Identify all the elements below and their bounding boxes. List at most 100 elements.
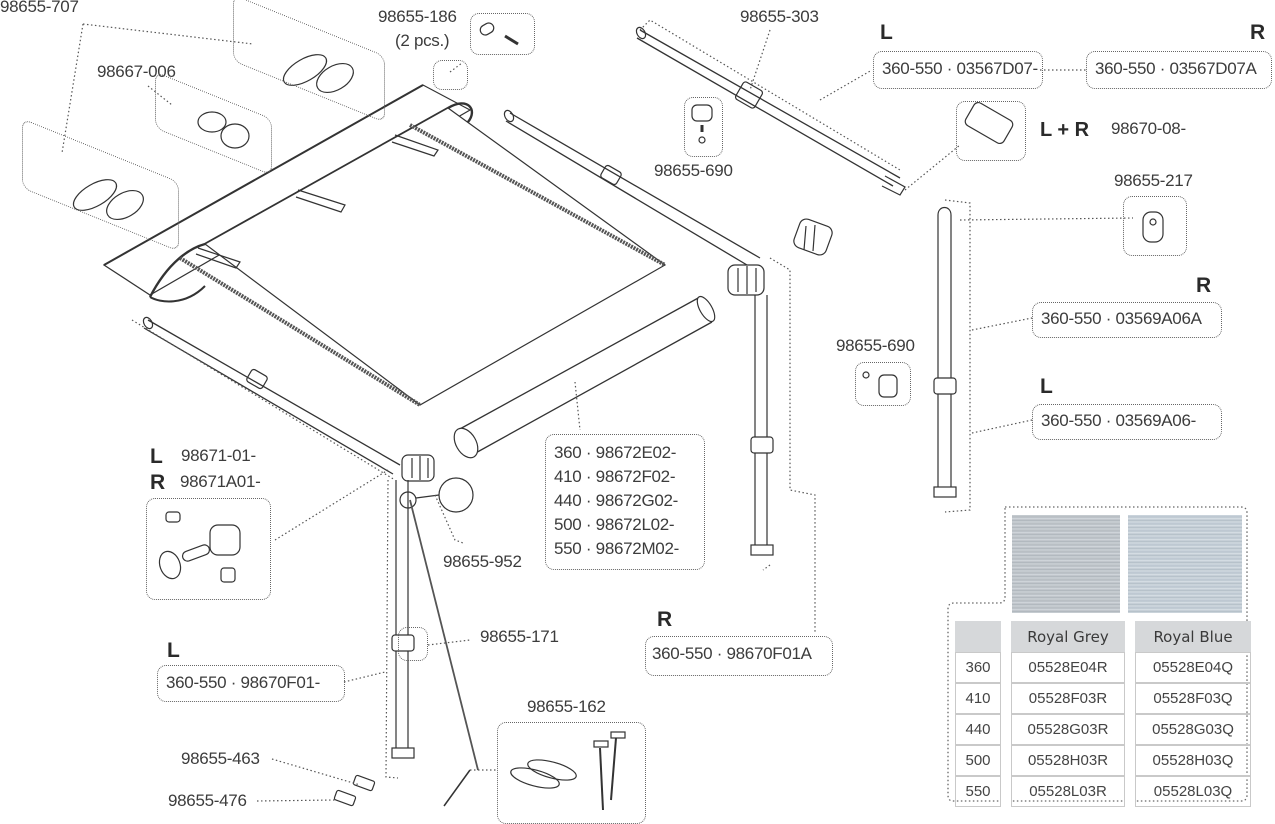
- part-box-98655-690-mid: [855, 362, 911, 406]
- part-box-corner-kit: [146, 498, 271, 600]
- front-bar-list: 360 · 98672E02- 410 · 98672F02- 440 · 98…: [554, 441, 679, 561]
- grey-part-cell: 05528G03R: [1011, 714, 1125, 745]
- front-top-arm: [503, 109, 761, 269]
- corner-cap-left: [401, 454, 435, 482]
- part-box-leg-front-L: [157, 665, 345, 702]
- label-98655-171: 98655-171: [480, 627, 559, 646]
- front-bar-item: 410 · 98672F02-: [554, 467, 676, 486]
- label-98655-217: 98655-217: [1114, 171, 1193, 190]
- cap-98655-690-mid: [862, 371, 898, 398]
- part-box-98655-186: [470, 13, 535, 55]
- side-marker-leg-front-R: R: [657, 608, 673, 631]
- front-bar-item: 550 · 98672M02-: [554, 539, 679, 558]
- blue-part-cell: 05528L03Q: [1135, 776, 1251, 807]
- part-box-leg-front-R: [645, 636, 833, 676]
- table-row: 500 05528H03R 05528H03Q: [955, 745, 1251, 776]
- corner-cap-right: [727, 264, 765, 296]
- table-row: 550 05528L03R 05528L03Q: [955, 776, 1251, 807]
- side-marker-leg-rear-L: L: [1040, 375, 1053, 398]
- part-box-front-bar: [545, 434, 705, 570]
- part-number-leg-rear-R: 360-550 · 03569A06A: [1041, 309, 1202, 328]
- side-marker-corner-R: R: [150, 471, 166, 494]
- fabric-panel-border: [947, 506, 1248, 802]
- mounting-plate-lower: [72, 179, 144, 221]
- mounting-plate-upper: [282, 54, 354, 94]
- left-arm: [142, 316, 401, 475]
- blue-part-cell: 05528G03Q: [1135, 714, 1251, 745]
- right-rear-leg: [933, 206, 957, 498]
- fabric-panel: Royal Grey Royal Blue 360 05528E04R 0552…: [945, 503, 1251, 807]
- size-cell: 440: [955, 714, 1001, 745]
- side-marker-leg-rear-R: R: [1196, 274, 1212, 297]
- grey-part-cell: 05528H03R: [1011, 745, 1125, 776]
- leader-lines: [61, 19, 1134, 802]
- rear-top-arm: [635, 26, 906, 196]
- label-98655-690-top: 98655-690: [654, 161, 733, 180]
- part-number-leg-rear-L: 360-550 · 03569A06-: [1041, 411, 1196, 430]
- label-98655-463: 98655-463: [181, 749, 260, 768]
- part-number-top-arm-left: 360-550 · 03567D07-: [882, 59, 1038, 78]
- part-box-98670-08: [956, 101, 1026, 161]
- table-row: 440 05528G03R 05528G03Q: [955, 714, 1251, 745]
- part-box-98655-186-small: [433, 60, 468, 90]
- label-98655-707: 98655-707: [0, 0, 79, 16]
- table-row: 360 05528E04R 05528E04Q: [955, 652, 1251, 683]
- blue-part-cell: 05528H03Q: [1135, 745, 1251, 776]
- left-front-leg: [391, 477, 479, 807]
- part-number-leg-front-R: 360-550 · 98670F01A: [652, 644, 812, 663]
- right-front-leg: [750, 295, 774, 556]
- label-98655-690-mid: 98655-690: [836, 336, 915, 355]
- size-cell: 550: [955, 776, 1001, 807]
- front-bar-item: 500 · 98672L02-: [554, 515, 675, 534]
- part-box-98655-171: [398, 627, 428, 661]
- label-98671A01: 98671A01-: [180, 472, 261, 491]
- side-marker-leg-front-L: L: [167, 639, 180, 662]
- label-98655-952: 98655-952: [443, 552, 522, 571]
- side-marker-corner-L: L: [150, 445, 163, 468]
- blue-part-cell: 05528E04Q: [1135, 652, 1251, 683]
- label-98667-006: 98667-006: [97, 62, 176, 81]
- side-marker-l-plus-r: L + R: [1040, 119, 1090, 141]
- label-98655-476: 98655-476: [168, 791, 247, 810]
- part-number-leg-front-L: 360-550 · 98670F01-: [166, 673, 321, 692]
- label-98655-303: 98655-303: [740, 7, 819, 26]
- fabric-table-header: Royal Grey Royal Blue: [955, 621, 1251, 652]
- swatch-royal-blue: [1128, 515, 1242, 613]
- grey-part-cell: 05528E04R: [1011, 652, 1125, 683]
- label-98670-08: 98670-08-: [1111, 119, 1186, 138]
- part-number-top-arm-right: 360-550 · 03567D07A: [1095, 59, 1257, 78]
- grey-part-cell: 05528L03R: [1011, 776, 1125, 807]
- size-cell: 360: [955, 652, 1001, 683]
- pin-98655-186: [479, 22, 519, 46]
- part-box-98655-690-top: [684, 97, 723, 157]
- label-98655-162: 98655-162: [527, 697, 606, 716]
- header-royal-grey: Royal Grey: [1011, 621, 1125, 652]
- front-bar-item: 440 · 98672G02-: [554, 491, 679, 510]
- cap-98655-690-top: [691, 104, 713, 144]
- end-cap-part: [964, 101, 1014, 145]
- part-box-98655-162: [497, 722, 646, 824]
- grey-part-cell: 05528F03R: [1011, 683, 1125, 714]
- spare-corner-cap: [793, 218, 833, 256]
- table-row: 410 05528F03R 05528F03Q: [955, 683, 1251, 714]
- label-98655-186: 98655-186: [378, 7, 457, 26]
- header-size: [955, 621, 1001, 652]
- part-box-98655-217: [1123, 196, 1187, 256]
- label-98671-01: 98671-01-: [181, 446, 256, 465]
- corner-kit: [158, 511, 241, 583]
- side-marker-top-arm-left: L: [880, 21, 893, 44]
- side-marker-top-arm-right: R: [1250, 21, 1266, 44]
- label-98655-186-qty: (2 pcs.): [395, 31, 450, 50]
- header-royal-blue: Royal Blue: [1135, 621, 1251, 652]
- size-cell: 410: [955, 683, 1001, 714]
- foot-clip-476: [333, 789, 357, 807]
- mounting-plate-middle: [197, 111, 250, 149]
- part-box-top-arm-left: [873, 51, 1043, 89]
- part-box-leg-rear-L: [1032, 404, 1222, 440]
- swatch-royal-grey: [1012, 515, 1120, 613]
- blue-part-cell: 05528F03Q: [1135, 683, 1251, 714]
- front-bar-item: 360 · 98672E02-: [554, 443, 677, 462]
- size-cell: 500: [955, 745, 1001, 776]
- bracket-98655-217: [1142, 211, 1164, 243]
